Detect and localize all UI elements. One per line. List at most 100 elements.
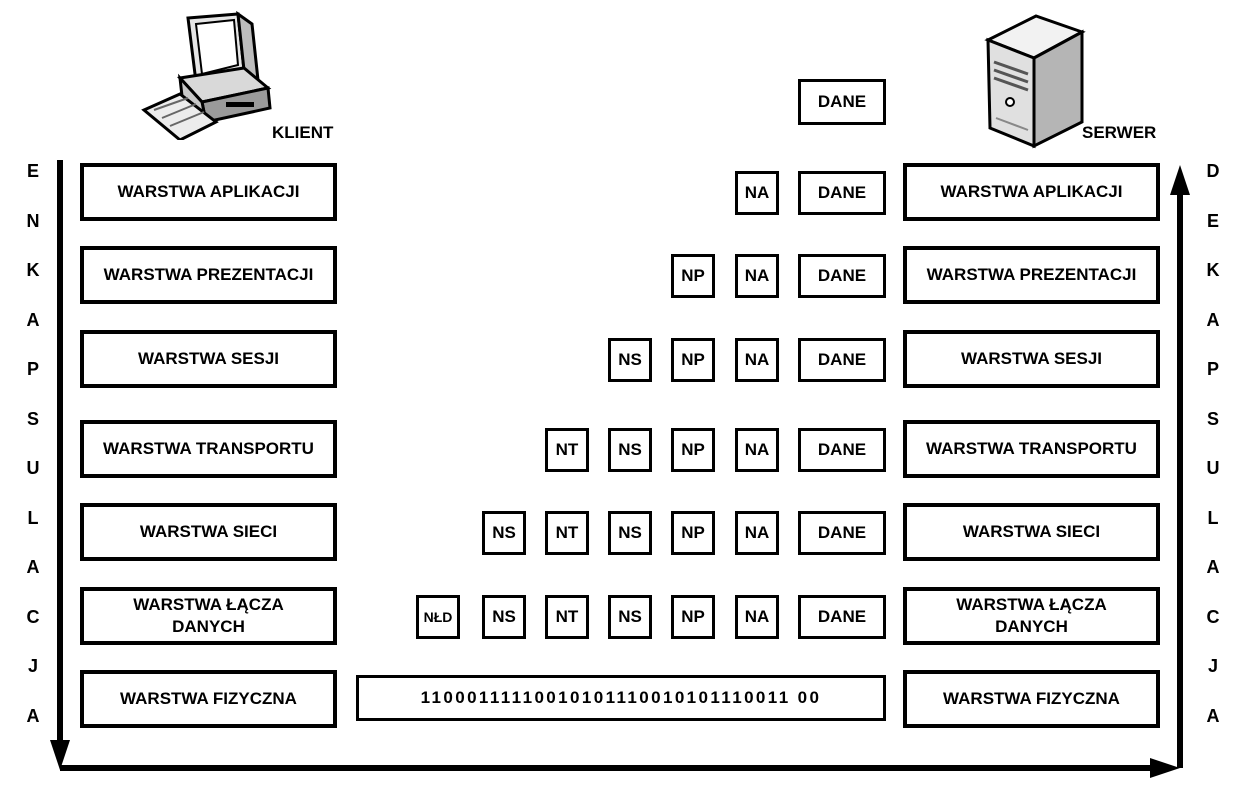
header-box: NA	[735, 428, 779, 472]
data-box: DANE	[798, 428, 886, 472]
server-layer-box: WARSTWA TRANSPORTU	[903, 420, 1160, 478]
header-box: NŁD	[416, 595, 460, 639]
header-label: NS	[492, 523, 516, 542]
data-box: DANE	[798, 171, 886, 215]
server-layer-label: WARSTWA PREZENTACJI	[926, 265, 1137, 284]
header-label: NA	[744, 440, 770, 459]
left-side-letter: C	[26, 606, 40, 627]
header-label: NP	[681, 440, 705, 459]
header-box: NA	[735, 171, 779, 215]
header-box: NS	[608, 595, 652, 639]
data-box: DANE	[798, 338, 886, 382]
client-layer-box: WARSTWA SESJI	[80, 330, 337, 388]
header-label: DANE	[817, 440, 867, 459]
right-side-letter: D	[1206, 161, 1220, 181]
left-side-letter: A	[26, 309, 40, 330]
right-side-letter: U	[1206, 458, 1220, 478]
header-box: NA	[735, 338, 779, 382]
client-layer-box: WARSTWA TRANSPORTU	[80, 420, 337, 478]
header-label: NŁD	[423, 609, 453, 625]
left-side-letter: U	[26, 458, 40, 478]
header-label: DANE	[817, 183, 867, 202]
client-layer-label: WARSTWA ŁĄCZA DANYCH	[133, 595, 284, 636]
header-box: NS	[608, 338, 652, 382]
client-layer-label: WARSTWA SESJI	[137, 349, 280, 368]
client-layer-box: WARSTWA ŁĄCZA DANYCH	[80, 587, 337, 645]
left-side-letter: A	[26, 705, 40, 726]
right-side-letter: L	[1207, 507, 1219, 528]
right-side-letter: A	[1206, 705, 1220, 726]
header-box: NS	[608, 511, 652, 555]
client-layer-label: WARSTWA TRANSPORTU	[103, 439, 314, 458]
header-box: NA	[735, 254, 779, 298]
right-side-letter: S	[1206, 408, 1219, 429]
tower-server-icon	[984, 14, 1086, 149]
left-side-letter: P	[26, 359, 39, 379]
header-label: NA	[744, 183, 770, 202]
data-box: DANE	[798, 511, 886, 555]
header-label: NS	[618, 350, 642, 369]
header-label: NT	[555, 440, 579, 459]
header-label: NP	[681, 350, 705, 369]
right-side-letter: K	[1206, 260, 1220, 280]
left-side-letter: N	[26, 210, 40, 231]
right-side-letter: A	[1206, 557, 1220, 577]
client-layer-label: WARSTWA PREZENTACJI	[103, 265, 314, 284]
server-layer-label: WARSTWA SESJI	[960, 349, 1103, 368]
encapsulation-arrowhead	[50, 740, 70, 770]
right-side-letter: J	[1207, 656, 1218, 676]
header-label: DANE	[817, 266, 867, 285]
header-label: DANE	[817, 523, 867, 542]
client-layer-box: WARSTWA FIZYCZNA	[80, 670, 337, 728]
right-side-letter: E	[1206, 210, 1219, 231]
header-label: NT	[555, 607, 579, 626]
server-layer-label: WARSTWA SIECI	[962, 522, 1101, 541]
header-label: NA	[744, 350, 770, 369]
client-label: KLIENT	[272, 123, 334, 142]
server-layer-box: WARSTWA FIZYCZNA	[903, 670, 1160, 728]
header-label: NA	[744, 523, 770, 542]
header-box: NS	[482, 595, 526, 639]
header-label: NA	[744, 607, 770, 626]
header-box: NT	[545, 511, 589, 555]
header-box: NA	[735, 511, 779, 555]
left-side-letter: S	[26, 408, 39, 429]
header-box: NP	[671, 254, 715, 298]
header-box: NP	[671, 511, 715, 555]
header-box: NP	[671, 338, 715, 382]
bit-stream: 11000111110010101110010101110011 00	[420, 688, 822, 707]
header-label: NS	[618, 607, 642, 626]
left-side-letter: E	[26, 161, 39, 181]
server-layer-label: WARSTWA ŁĄCZA DANYCH	[956, 595, 1107, 636]
transmission-arrowhead	[1150, 758, 1180, 778]
client-layer-box: WARSTWA PREZENTACJI	[80, 246, 337, 304]
right-side-letter: A	[1206, 309, 1220, 330]
left-side-letter: A	[26, 557, 40, 577]
header-label: DANE	[817, 350, 867, 369]
server-layer-label: WARSTWA APLIKACJI	[940, 182, 1123, 201]
header-label: NP	[681, 266, 705, 285]
server-layer-label: WARSTWA FIZYCZNA	[943, 689, 1120, 708]
header-box: NP	[671, 595, 715, 639]
header-label: NS	[618, 440, 642, 459]
bit-stream-box: 11000111110010101110010101110011 00	[356, 675, 886, 721]
server-layer-box: WARSTWA APLIKACJI	[903, 163, 1160, 221]
header-box: NS	[482, 511, 526, 555]
header-box: NA	[735, 595, 779, 639]
header-box: NP	[671, 428, 715, 472]
client-layer-label: WARSTWA APLIKACJI	[117, 182, 300, 201]
right-side-letter: C	[1206, 606, 1220, 627]
client-layer-label: WARSTWA SIECI	[139, 522, 278, 541]
right-side-letter: P	[1206, 359, 1219, 379]
client-layer-label: WARSTWA FIZYCZNA	[120, 689, 297, 708]
header-label: NP	[681, 607, 705, 626]
decapsulation-arrowhead	[1170, 165, 1190, 195]
left-side-letter: J	[27, 656, 38, 676]
data-box: DANE	[798, 595, 886, 639]
header-label: NS	[492, 607, 516, 626]
header-label: NS	[618, 523, 642, 542]
server-layer-box: WARSTWA PREZENTACJI	[903, 246, 1160, 304]
header-box: NT	[545, 428, 589, 472]
